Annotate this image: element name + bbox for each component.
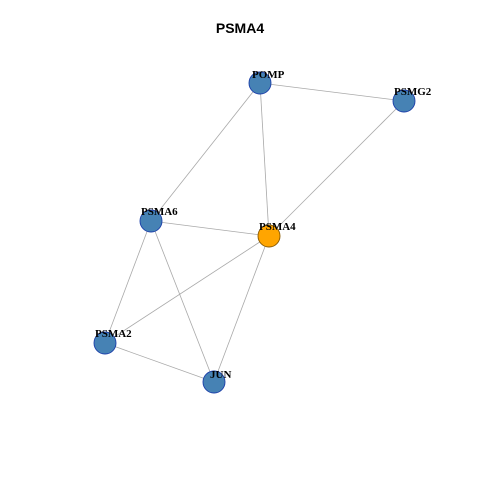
node-label-psma4: PSMA4	[259, 221, 296, 233]
node-label-psma2: PSMA2	[95, 328, 132, 340]
nodes-layer	[93, 71, 416, 394]
node-label-psmg2: PSMG2	[394, 86, 432, 98]
edge-psma6-psma2	[104, 220, 152, 344]
edge-pomp-psma6	[150, 82, 261, 222]
edges-layer	[104, 82, 405, 383]
graph-title: PSMA4	[215, 20, 265, 36]
node-label-jun: JUN	[210, 369, 231, 381]
node-psma4	[257, 224, 281, 248]
edge-psma4-jun	[213, 235, 270, 383]
node-psma2	[93, 331, 117, 355]
edge-psma6-jun	[150, 220, 215, 383]
node-pomp	[248, 71, 272, 95]
edge-psma2-jun	[104, 342, 215, 383]
node-jun	[202, 370, 226, 394]
node-label-pomp: POMP	[252, 69, 285, 81]
node-label-psma6: PSMA6	[141, 206, 178, 218]
edge-psmg2-psma4	[268, 100, 405, 237]
edge-pomp-psmg2	[259, 82, 405, 102]
edge-psma4-psma2	[104, 235, 270, 344]
edge-psma6-psma4	[150, 220, 270, 237]
edge-pomp-psma4	[259, 82, 270, 237]
node-psma6	[139, 209, 163, 233]
node-psmg2	[392, 89, 416, 113]
